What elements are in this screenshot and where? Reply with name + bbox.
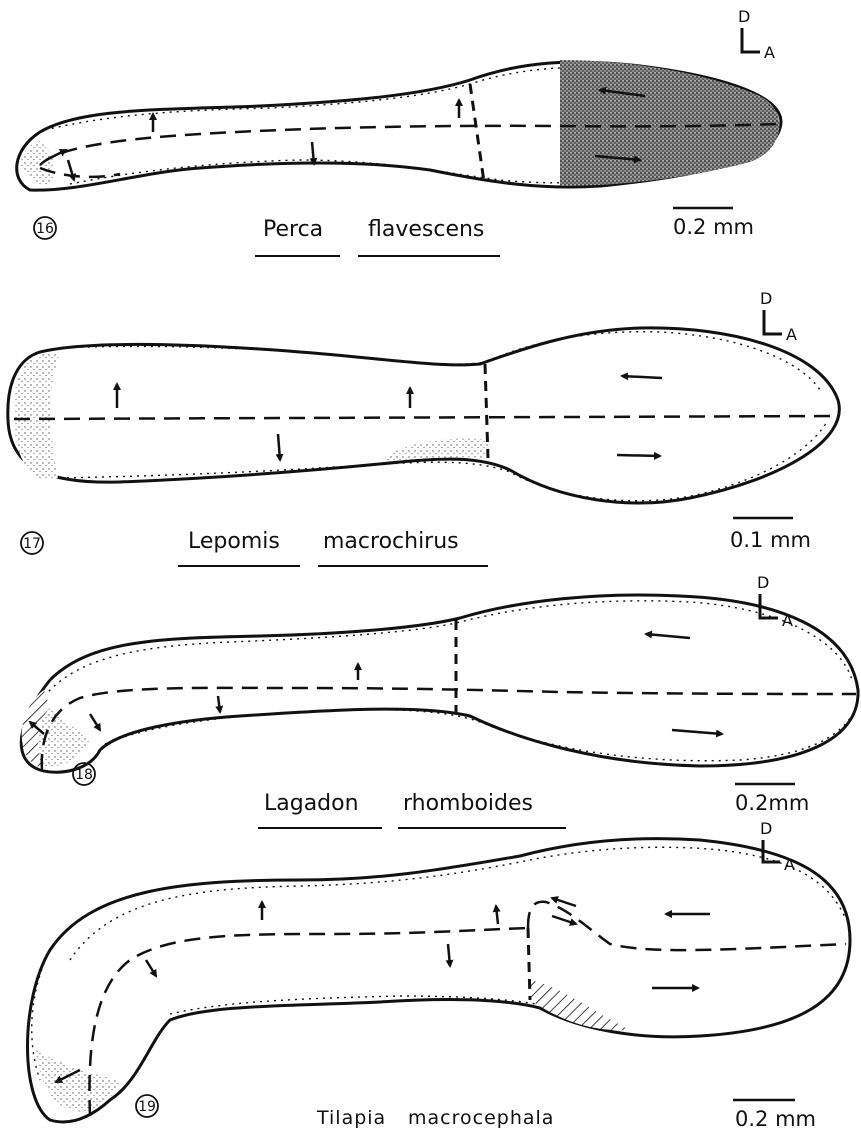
orientation-dorsal: D [738, 7, 750, 26]
arrow [617, 455, 660, 456]
orientation-anterior: A [782, 611, 793, 630]
scale-label: 0.2mm [735, 791, 809, 815]
orientation-anterior: A [786, 325, 797, 344]
orientation-dorsal: D [760, 289, 772, 308]
orientation-axis [742, 28, 760, 52]
figure-16: 16 Perca flavescens 0.2 mm D A [17, 7, 781, 256]
stippled-region [560, 60, 779, 186]
scale-label: 0.2 mm [735, 1107, 816, 1131]
species-epithet: macrocephala [408, 1107, 554, 1129]
figure-number: 16 [36, 221, 54, 237]
figure-17: 17 Lepomis macrochirus 0.1 mm D A [8, 289, 840, 566]
figure-18: 18 Lagadon rhomboides 0.2mm D A [21, 573, 858, 828]
figure-number: 19 [138, 1099, 156, 1115]
figure-number: 17 [23, 536, 41, 552]
otolith-outline [28, 839, 851, 1122]
scale-label: 0.2 mm [673, 215, 754, 239]
scale-label: 0.1 mm [730, 528, 811, 552]
figure-19: 19 Tilapia macrocephala 0.2 mm D A [28, 819, 851, 1131]
orientation-dorsal: D [760, 819, 772, 838]
orientation-anterior: A [784, 855, 795, 874]
species-genus: Lagadon [264, 791, 359, 816]
species-genus: Lepomis [188, 529, 280, 554]
orientation-axis [764, 310, 782, 334]
orientation-anterior: A [764, 43, 775, 62]
species-epithet: flavescens [368, 217, 484, 242]
species-epithet: rhomboides [403, 791, 533, 816]
species-genus: Perca [263, 217, 323, 242]
species-epithet: macrochirus [323, 529, 459, 554]
species-genus: Tilapia [316, 1107, 386, 1129]
orientation-dorsal: D [757, 573, 769, 592]
otolith-outline [21, 595, 858, 772]
figure-number: 18 [75, 767, 93, 783]
